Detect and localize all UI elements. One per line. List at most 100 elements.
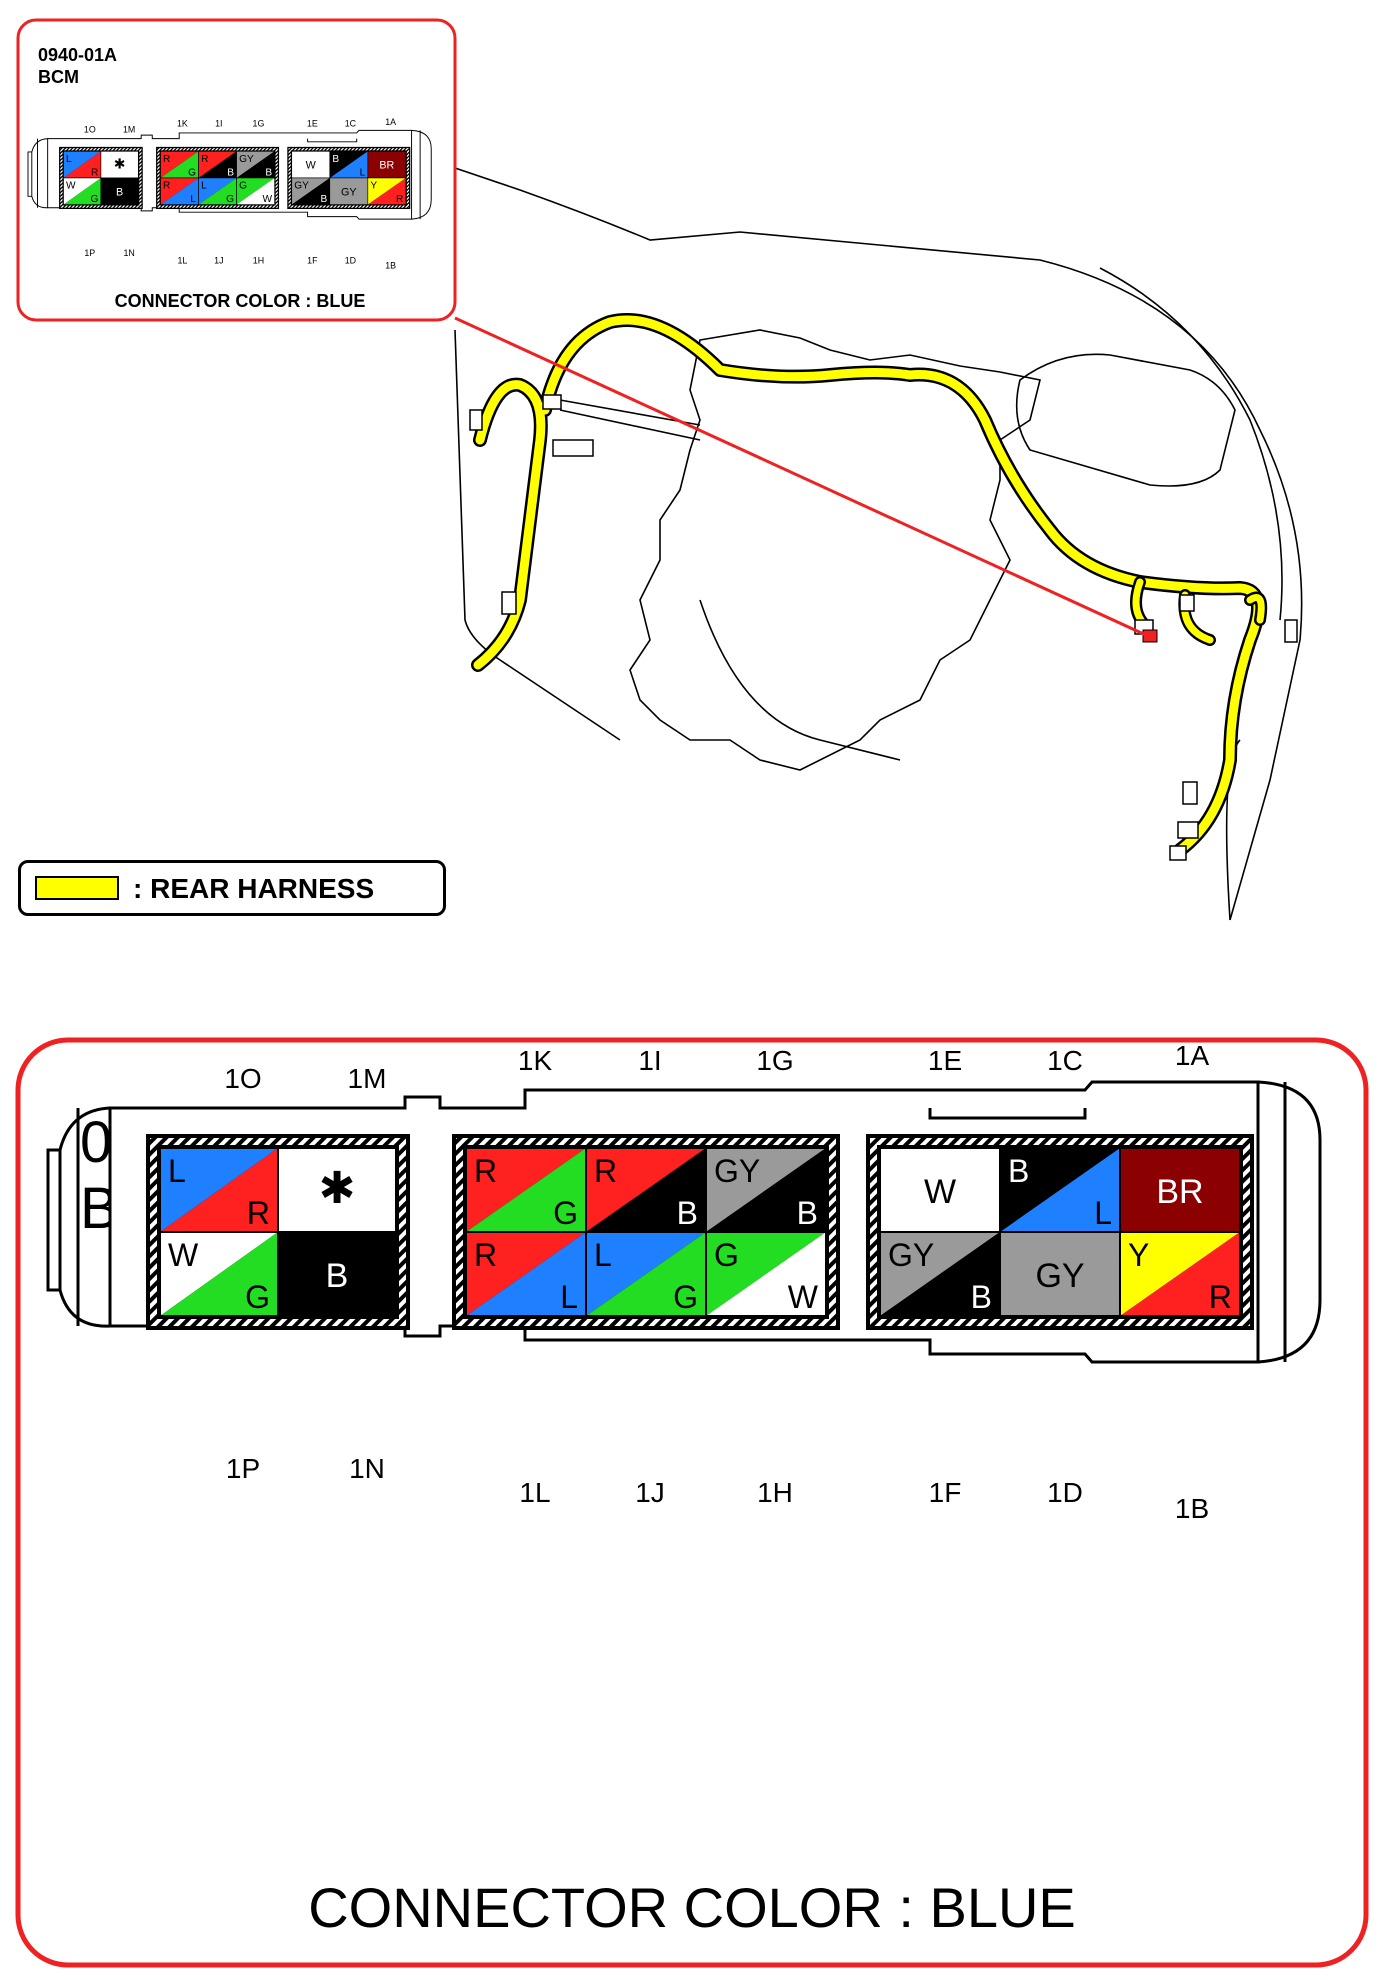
detail-wire-color-label: G — [245, 1279, 270, 1315]
detail-wire-color-label: GY — [888, 1237, 934, 1273]
detail-wire-color-label: B — [971, 1279, 992, 1315]
inset-pin-label: 1P — [84, 248, 95, 258]
inset-wire-color-label: R — [91, 167, 98, 178]
detail-terminal-cavity: GY B — [705, 1147, 827, 1233]
inset-wire-color-label: B — [116, 186, 123, 198]
detail-pin-label: 1A — [1175, 1040, 1210, 1071]
inset-terminal-cavity: ✱ — [100, 150, 139, 179]
inset-pin-label: 1L — [177, 256, 187, 266]
inset-wire-color-label: G — [188, 167, 196, 178]
detail-pin-label: 1E — [928, 1045, 962, 1076]
detail-connector-end-cap — [1257, 1080, 1322, 1364]
detail-wire-color-label: W — [924, 1173, 956, 1211]
detail-terminal-cavity: GY B — [879, 1231, 1001, 1317]
inset-pin-label: 1C — [345, 119, 357, 129]
detail-terminal-cavity: LG — [585, 1231, 707, 1317]
inset-pin-label: 1O — [84, 124, 96, 134]
detail-terminal-cavity: LR — [159, 1147, 279, 1233]
inset-pin-label: 1B — [385, 261, 396, 271]
inset-terminal-cavity: LR — [63, 150, 102, 178]
detail-wire-color-label: W — [168, 1237, 199, 1273]
bcm-connector-location — [1142, 629, 1158, 643]
inset-wire-color-label: Y — [370, 181, 377, 192]
inset-wire-color-label: B — [265, 167, 272, 178]
inset-pin-label: 1J — [214, 256, 223, 266]
detail-wire-color-label: L — [168, 1153, 186, 1189]
inset-wire-color-label: W — [263, 194, 273, 205]
detail-wire-color-label: Y — [1128, 1237, 1149, 1273]
harness-connectors — [469, 394, 1298, 861]
inset-wire-color-label: G — [226, 194, 234, 205]
inset-terminal-cavity: GY — [329, 177, 369, 205]
legend-label: : REAR HARNESS — [133, 873, 375, 904]
detail-pin-label: 1H — [757, 1477, 793, 1508]
detail-wire-color-label: R — [594, 1153, 617, 1189]
detail-pin-label: 1L — [519, 1477, 550, 1508]
inset-pin-label: 1K — [177, 119, 188, 129]
detail-terminal-cavity: B — [277, 1231, 397, 1317]
inset-wire-color-label: R — [201, 154, 208, 165]
detail-wire-color-label: R — [1209, 1279, 1232, 1315]
inset-wire-color-label: R — [396, 194, 403, 205]
detail-pin-label: 1K — [518, 1045, 553, 1076]
inset-wire-color-label: W — [306, 160, 317, 172]
inset-wire-color-label: GY — [294, 181, 309, 192]
inset-wire-color-label: B — [320, 194, 327, 205]
inset-wire-color-label: BR — [379, 160, 394, 172]
inset-connector-end-cap — [411, 129, 432, 220]
inset-terminal-cavity: LG — [198, 177, 237, 205]
inset-pin-label: 1E — [307, 119, 318, 129]
inset-pin-label: 1D — [345, 256, 356, 266]
detail-terminal-cavity: RG — [465, 1147, 587, 1233]
inset-terminal-cavity: GYB — [236, 150, 275, 178]
detail-terminal-cavity: ✱ — [277, 1147, 397, 1233]
inset-terminal-cavity: GY B — [291, 177, 331, 205]
callout-leader-line — [454, 316, 1149, 638]
inset-wire-color-label: L — [201, 181, 207, 192]
detail-pin-label: 1J — [635, 1477, 665, 1508]
inset-connector-latch — [27, 138, 48, 209]
detail-wire-color-label: B — [797, 1195, 818, 1231]
detail-wire-color-label: G — [714, 1237, 739, 1273]
inset-terminal-cavity: WG — [63, 177, 102, 205]
inset-pin-label: 1H — [253, 256, 264, 266]
inset-connector-name: BCM — [38, 67, 79, 87]
inset-wire-color-label: L — [66, 154, 72, 165]
detail-pin-label: 1G — [756, 1045, 793, 1076]
detail-wire-color-label: W — [788, 1279, 819, 1315]
inset-wire-color-label: L — [360, 167, 366, 178]
inset-terminal-cavity: BR — [367, 150, 407, 179]
detail-wire-color-label: G — [553, 1195, 578, 1231]
detail-pin-label: 1N — [349, 1453, 385, 1484]
inset-wire-color-label: R — [163, 154, 170, 165]
detail-wire-color-label: GY — [714, 1153, 760, 1189]
detail-pin-label: 1F — [929, 1477, 962, 1508]
detail-pin-label: 1B — [1175, 1493, 1209, 1524]
detail-wire-color-label: B — [326, 1257, 349, 1295]
inset-connector-color-label: CONNECTOR COLOR : BLUE — [114, 291, 366, 311]
detail-pin-label: 1C — [1047, 1045, 1083, 1076]
inset-pin-label: 1A — [385, 117, 396, 127]
inset-wire-color-label: B — [332, 154, 339, 165]
inset-terminal-cavity: B — [100, 177, 139, 205]
detail-terminal-cavity: RL — [465, 1231, 587, 1317]
connector-color-label: CONNECTOR COLOR : BLUE — [308, 1876, 1076, 1939]
inset-pin-label: 1I — [215, 119, 222, 129]
detail-pin-label: 1O — [224, 1063, 261, 1094]
inset-terminal-cavity: W — [291, 150, 331, 179]
inset-terminal-cavity: YR — [367, 177, 407, 205]
detail-wire-color-label: R — [247, 1195, 270, 1231]
detail-pin-label: 1D — [1047, 1477, 1083, 1508]
detail-wire-color-label: R — [474, 1153, 497, 1189]
detail-terminal-cavity: GW — [705, 1231, 827, 1317]
detail-wire-color-label: L — [560, 1279, 578, 1315]
detail-wire-color-label: G — [673, 1279, 698, 1315]
detail-terminal-cavity: GY — [999, 1231, 1121, 1317]
inset-wire-color-label: G — [239, 181, 247, 192]
